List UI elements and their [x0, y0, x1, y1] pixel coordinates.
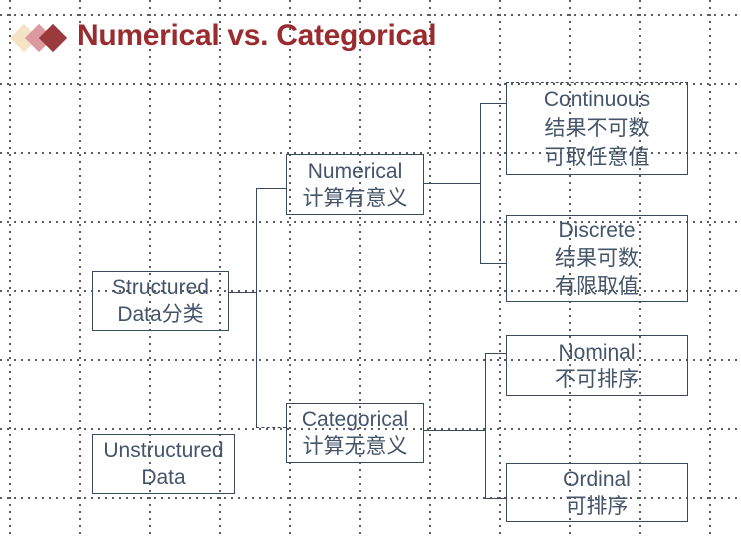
node-label: Continuous — [543, 88, 651, 111]
connector-structured-stub — [229, 292, 256, 293]
node-label: Data分类 — [117, 303, 204, 326]
node-nominal: Nominal 不可排序 — [506, 335, 688, 396]
node-continuous: Continuous 结果不可数 可取任意值 — [506, 82, 688, 175]
node-discrete: Discrete 结果可数 有限取值 — [506, 215, 688, 302]
node-label: 结果不可数 — [544, 117, 650, 140]
node-label: 有限取值 — [555, 274, 639, 298]
connector-to-continuous — [480, 103, 506, 104]
node-ordinal: Ordinal 可排序 — [506, 463, 688, 522]
node-label: Nominal — [558, 340, 636, 364]
node-label: 可排序 — [565, 494, 629, 518]
node-label: Categorical — [301, 408, 409, 431]
connector-structured-trunk — [256, 188, 257, 428]
connector-categorical-stub — [424, 430, 485, 431]
connector-numerical-trunk — [480, 103, 481, 264]
node-label: Unstructured — [103, 439, 224, 462]
connector-numerical-stub — [424, 183, 480, 184]
node-structured-data: Structured Data分类 — [92, 271, 229, 331]
node-label: 计算无意义 — [302, 435, 408, 458]
connector-categorical-trunk — [485, 353, 486, 499]
logo-diamonds-icon — [0, 0, 80, 70]
node-categorical: Categorical 计算无意义 — [286, 403, 424, 463]
node-numerical: Numerical 计算有意义 — [286, 154, 424, 215]
node-unstructured-data: Unstructured Data — [92, 434, 235, 494]
connector-to-categorical — [256, 427, 286, 428]
node-label: Discrete — [558, 218, 636, 242]
node-label: Data — [141, 466, 186, 489]
node-label: Ordinal — [563, 467, 631, 491]
node-label: 计算有意义 — [302, 186, 408, 210]
node-label: 不可排序 — [555, 367, 639, 391]
connector-to-numerical — [256, 188, 286, 189]
node-label: 结果可数 — [555, 246, 639, 270]
node-label: Numerical — [307, 159, 403, 183]
connector-to-ordinal — [485, 498, 506, 499]
node-label: 可取任意值 — [544, 146, 650, 169]
connector-to-nominal — [485, 353, 506, 354]
page-title: Numerical vs. Categorical — [77, 19, 437, 52]
node-label: Structured — [112, 276, 209, 299]
connector-to-discrete — [480, 263, 506, 264]
